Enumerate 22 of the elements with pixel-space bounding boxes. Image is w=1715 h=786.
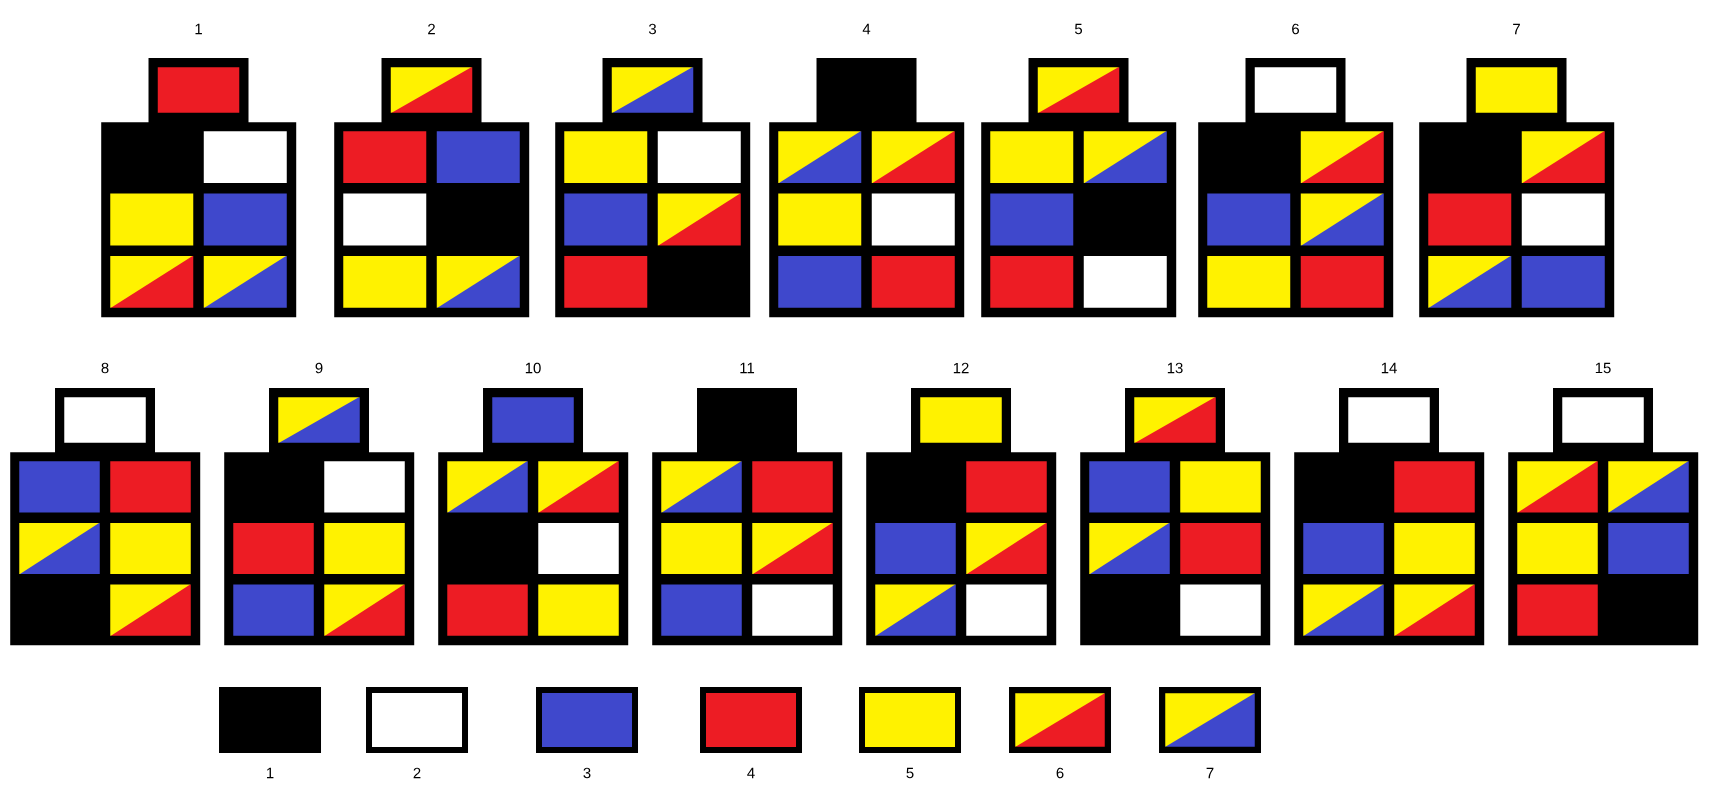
legend-label: 5 xyxy=(906,767,914,779)
legend-label: 2 xyxy=(413,767,421,779)
connector-number: 10 xyxy=(525,362,541,374)
connector-number: 9 xyxy=(315,362,323,374)
connector-number: 2 xyxy=(428,23,435,35)
connector-number: 13 xyxy=(1167,362,1183,374)
connector-number: 14 xyxy=(1381,362,1397,374)
connector-number: 7 xyxy=(1513,23,1520,35)
legend-label: 4 xyxy=(747,767,755,779)
connector-number: 6 xyxy=(1292,23,1299,35)
connector-number: 1 xyxy=(195,23,202,35)
connector-number: 8 xyxy=(101,362,109,374)
connector-number: 15 xyxy=(1595,362,1611,374)
legend-label: 3 xyxy=(583,767,591,779)
legend-label: 1 xyxy=(267,767,274,779)
connector-number: 4 xyxy=(862,23,871,35)
connector-number: 12 xyxy=(953,362,969,374)
connector-number: 3 xyxy=(648,23,656,35)
connector-number: 5 xyxy=(1074,23,1083,35)
legend-label: 7 xyxy=(1206,767,1214,779)
legend-label: 6 xyxy=(1056,767,1064,779)
connector-number: 11 xyxy=(740,362,755,374)
